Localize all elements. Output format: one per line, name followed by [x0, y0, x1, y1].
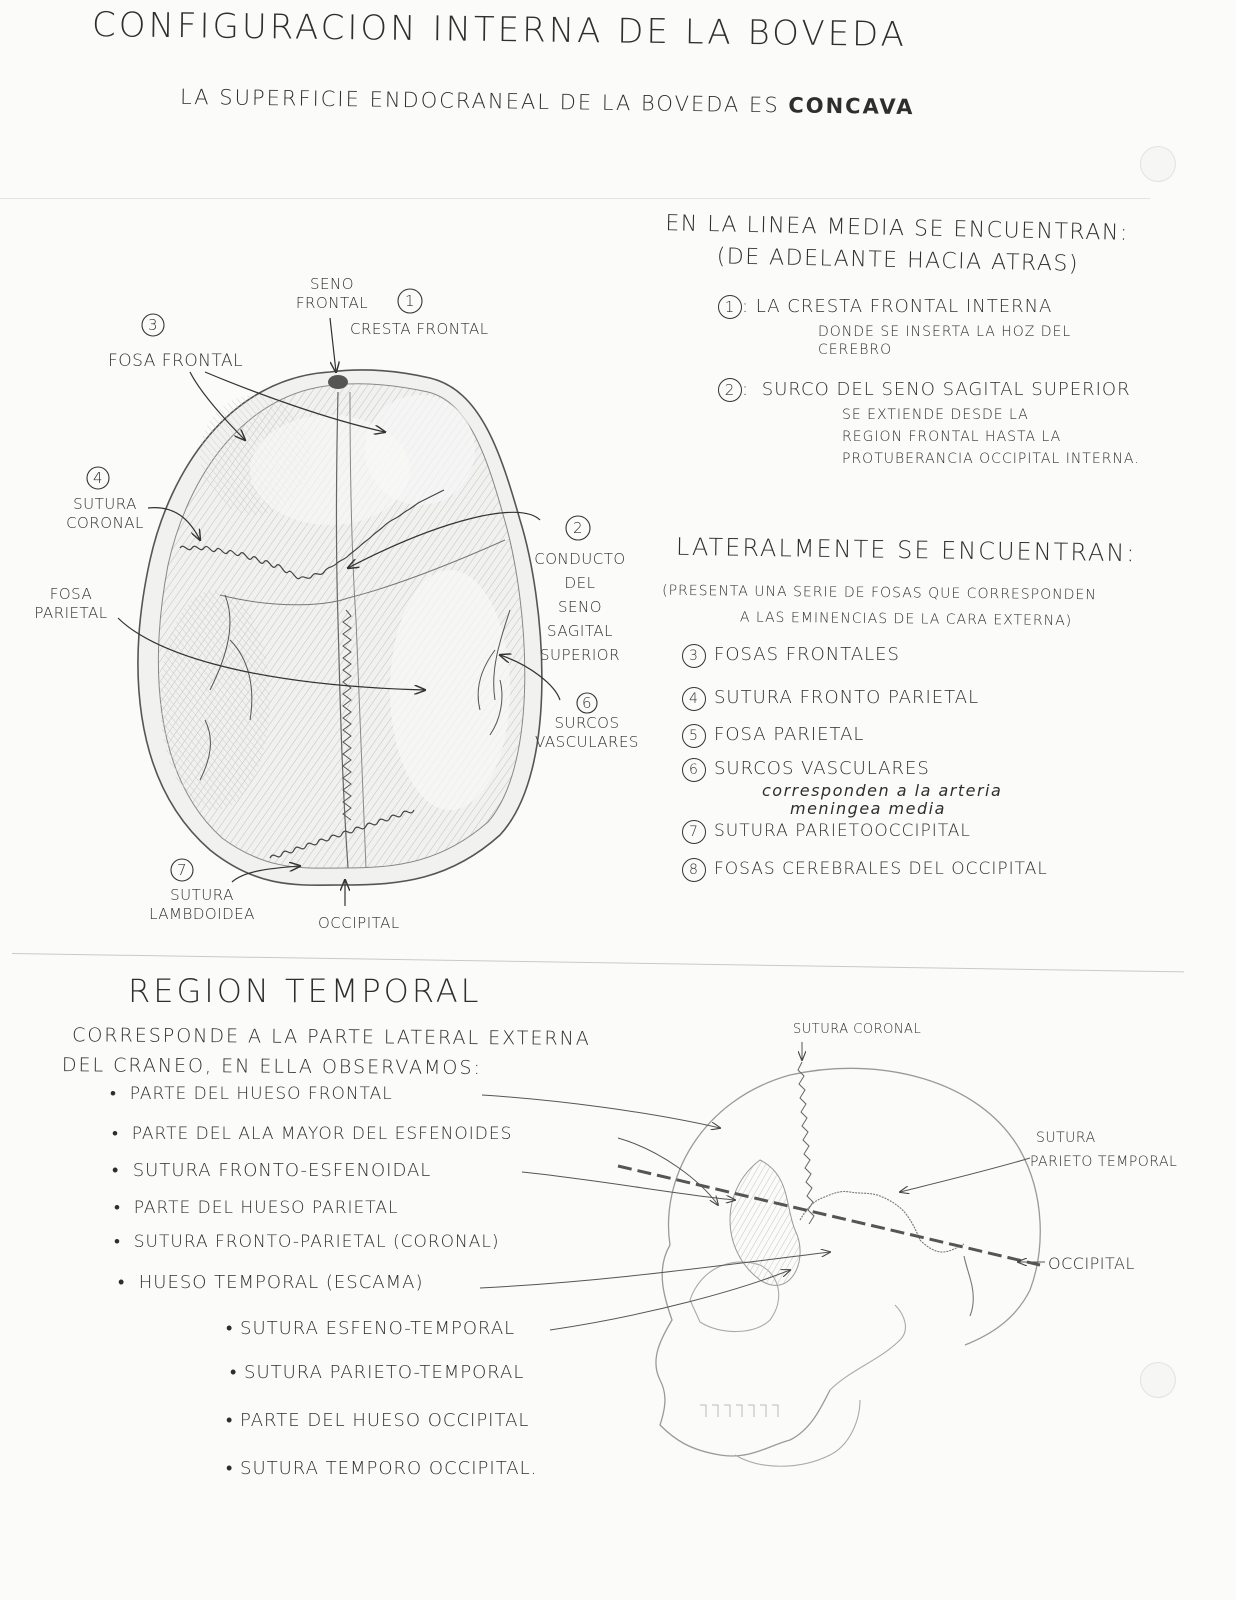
leader-esfeno-temporal: [549, 1270, 790, 1331]
lateral-coronal-suture: [797, 1061, 815, 1225]
arrow-fosa-parietal: [117, 617, 425, 690]
num-circle-2: [565, 515, 591, 541]
coronal-suture: [179, 489, 445, 580]
skull-face-outline: [655, 1244, 831, 1457]
label-surcos-num: 6: [581, 694, 593, 712]
sagittal-groove: [335, 391, 349, 869]
label-lambda-num: 7: [176, 861, 188, 879]
temporal-sub-bullet: • SUTURA PARIETO-TEMPORAL: [230, 1362, 525, 1383]
label-lambda: SUTURA LAMBDOIDEA: [149, 886, 255, 923]
label-cresta-frontal: CRESTA FRONTAL: [350, 320, 489, 338]
arrow-conducto: [348, 511, 541, 568]
coronal-suture-band: [219, 539, 506, 606]
temporal-fossa-shade: [729, 1159, 801, 1286]
item-num-4: 4: [682, 687, 706, 711]
sagittal-suture: [342, 609, 352, 821]
sagittal-groove-right: [349, 391, 367, 869]
label-occipital: OCCIPITAL: [318, 914, 400, 932]
label-parieto-temporal: SUTURA PARIETO TEMPORAL: [1030, 1130, 1178, 1170]
leader-ala-mayor: [617, 1137, 718, 1205]
label-coronal-num: 4: [92, 469, 104, 487]
temporal-sub-bullet: • SUTURA ESFENO-TEMPORAL: [226, 1318, 516, 1339]
item-num-5: 5: [682, 724, 706, 748]
temporal-bullet: • PARTE DEL ALA MAYOR DEL ESFENOIDES: [112, 1124, 513, 1144]
item-num-6: 6: [682, 758, 706, 782]
temporal-bullet: • HUESO TEMPORAL (ESCAMA): [118, 1272, 424, 1293]
label-seno-frontal: SENO FRONTAL: [295, 275, 369, 312]
leader-parietotemporal: [900, 1157, 1031, 1192]
arrow-fosa-frontal-left: [189, 371, 245, 440]
binder-hole-bottom: [1140, 1362, 1176, 1398]
frontal-crest-mark: [328, 375, 348, 389]
parietal-fossa-shade: [160, 590, 270, 810]
item-num-1: 1: [718, 295, 742, 319]
linea-media-item-1: 1: LA CRESTA FRONTAL INTERNA DONDE SE IN…: [718, 295, 1071, 359]
parietal-fossa-right-light: [390, 570, 510, 810]
label-fosa-frontal-num: 3: [147, 316, 159, 334]
arrow-surcos: [500, 655, 561, 701]
label-conducto-num: 2: [572, 519, 584, 537]
lambdoid-suture: [269, 809, 415, 859]
item-num-7: 7: [682, 820, 706, 844]
temporal-bullet: • PARTE DEL HUESO PARIETAL: [114, 1198, 399, 1218]
leader-frontal: [481, 1094, 720, 1128]
skull-mandible: [734, 1304, 906, 1467]
frontal-fossa-centre-light: [250, 415, 410, 525]
label-cresta-num: 1: [404, 292, 416, 310]
item-num-3: 3: [682, 644, 706, 668]
temporal-bullet: • PARTE DEL HUESO FRONTAL: [110, 1084, 393, 1104]
item-num-8: 8: [682, 858, 706, 882]
label-coronal: SUTURA CORONAL: [66, 495, 144, 532]
leader-temporal: [479, 1252, 830, 1289]
arrow-seno-frontal: [329, 317, 336, 372]
vascular-grooves-right: [477, 609, 511, 736]
temporo-occipital-suture: [963, 1255, 974, 1317]
label-surcos: SURCOS VASCULARES: [535, 714, 639, 751]
label-lateral-occipital: OCCIPITAL: [1048, 1254, 1135, 1273]
temporal-bullet: • SUTURA FRONTO-PARIETAL (CORONAL): [114, 1232, 500, 1252]
temporal-bullet: • SUTURA FRONTO-ESFENOIDAL: [112, 1160, 432, 1181]
label-lateral-coronal: SUTURA CORONAL: [793, 1022, 922, 1037]
num-circle-7: [170, 858, 194, 882]
leader-fronto-esfenoidal: [521, 1171, 735, 1200]
section-divider-top: [0, 198, 1150, 199]
num-circle-3: [141, 313, 165, 337]
arrow-coronal: [147, 507, 200, 540]
parietotemporal-suture: [799, 1190, 965, 1253]
linea-media-item-2: 2: SURCO DEL SENO SAGITAL SUPERIOR SE EX…: [718, 378, 1140, 470]
skull-teeth: [700, 1404, 779, 1417]
label-conducto: CONDUCTO DEL SENO SAGITAL SUPERIOR: [534, 550, 626, 664]
vascular-grooves-left: [199, 594, 253, 781]
num-circle-4: [86, 466, 110, 490]
skull-orbit: [689, 1261, 780, 1333]
temporal-sub-bullet: • SUTURA TEMPORO OCCIPITAL.: [226, 1458, 538, 1479]
binder-hole-top: [1140, 146, 1176, 182]
label-fosa-frontal: FOSA FRONTAL: [108, 351, 244, 371]
temporal-heading: REGION TEMPORAL: [128, 972, 482, 1010]
arrow-fosa-frontal-right: [204, 371, 385, 432]
num-circle-6: [576, 692, 598, 714]
item-num-2: 2: [718, 378, 742, 402]
label-fosa-parietal: FOSA PARIETAL: [34, 585, 108, 622]
skull-cranium-outline: [667, 1067, 1041, 1346]
arrow-lambda: [231, 866, 300, 883]
temporal-sub-bullet: • PARTE DEL HUESO OCCIPITAL: [226, 1410, 530, 1431]
section-reference-line: [617, 1164, 1041, 1267]
num-circle-1: [397, 288, 423, 314]
